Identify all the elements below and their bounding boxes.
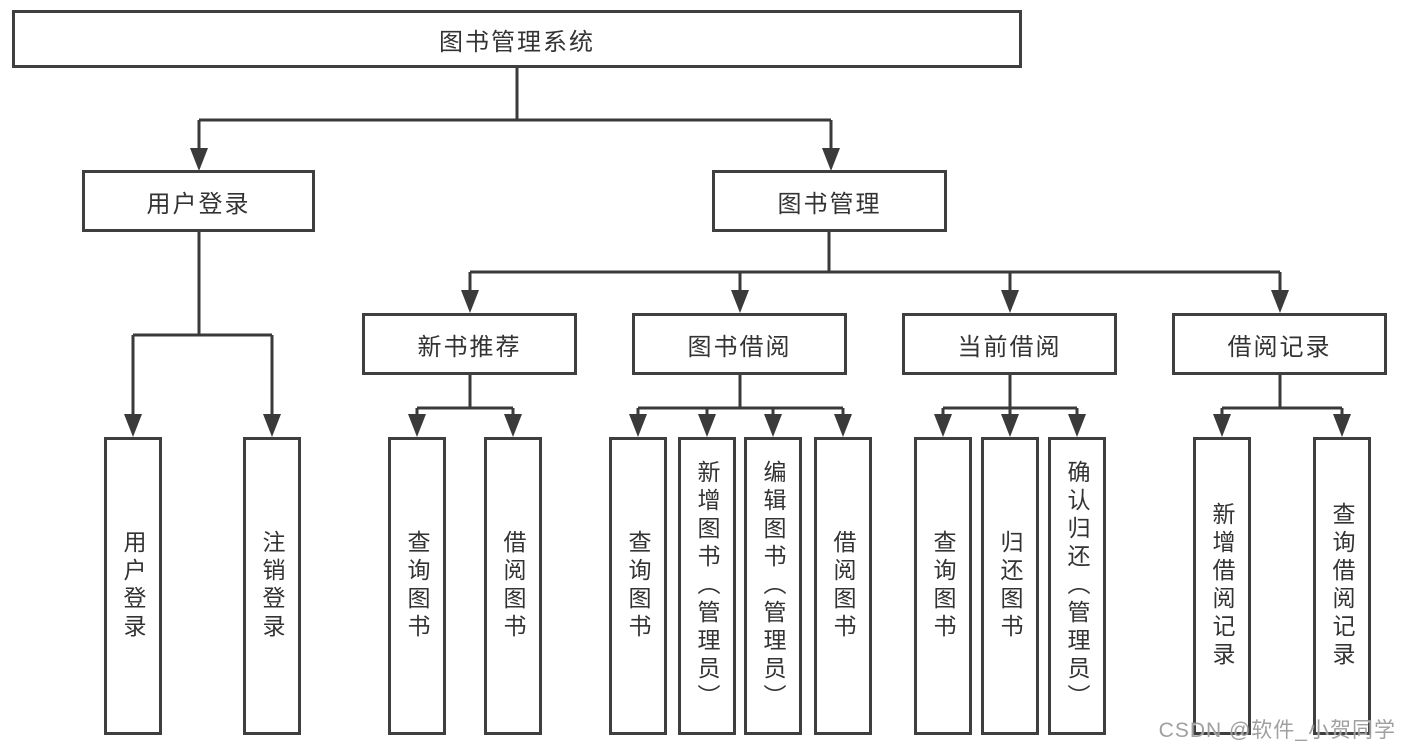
- leaf-edit-books-admin: 编辑图书（管理员）: [744, 437, 802, 735]
- leaf-query-books: 查询图书: [609, 437, 667, 735]
- connector-root-to-level2: [190, 67, 840, 171]
- leaf-add-books-admin: 新增图书（管理员）: [678, 437, 736, 735]
- leaf-user-login: 用户登录: [104, 437, 162, 735]
- leaf-add-borrow-record: 新增借阅记录: [1193, 437, 1251, 735]
- connector-current-borrow-to-leaves: [934, 375, 1086, 437]
- node-borrowing-records: 借阅记录: [1172, 313, 1387, 375]
- node-book-management: 图书管理: [712, 170, 947, 232]
- connector-book-borrow-to-leaves: [629, 375, 852, 437]
- connector-user-login-to-leaves: [124, 232, 281, 437]
- connector-book-mgmt-to-sections: [461, 232, 1289, 313]
- node-new-book-recommend: 新书推荐: [362, 313, 577, 375]
- leaf-query-books: 查询图书: [914, 437, 972, 735]
- node-current-borrowing: 当前借阅: [902, 313, 1117, 375]
- node-book-borrowing: 图书借阅: [632, 313, 847, 375]
- leaf-borrow-books: 借阅图书: [814, 437, 872, 735]
- leaf-logout: 注销登录: [243, 437, 301, 735]
- leaf-query-books: 查询图书: [388, 437, 446, 735]
- leaf-query-borrow-record: 查询借阅记录: [1313, 437, 1371, 735]
- node-user-login: 用户登录: [82, 170, 315, 232]
- connector-new-book-rec-to-leaves: [408, 375, 522, 437]
- connector-borrow-records-to-leaves: [1213, 375, 1351, 437]
- leaf-return-books: 归还图书: [981, 437, 1039, 735]
- leaf-confirm-return-admin: 确认归还（管理员）: [1048, 437, 1106, 735]
- csdn-watermark: CSDN @软件_小贺同学: [1158, 719, 1396, 742]
- leaf-borrow-books: 借阅图书: [484, 437, 542, 735]
- node-root-system: 图书管理系统: [12, 10, 1022, 68]
